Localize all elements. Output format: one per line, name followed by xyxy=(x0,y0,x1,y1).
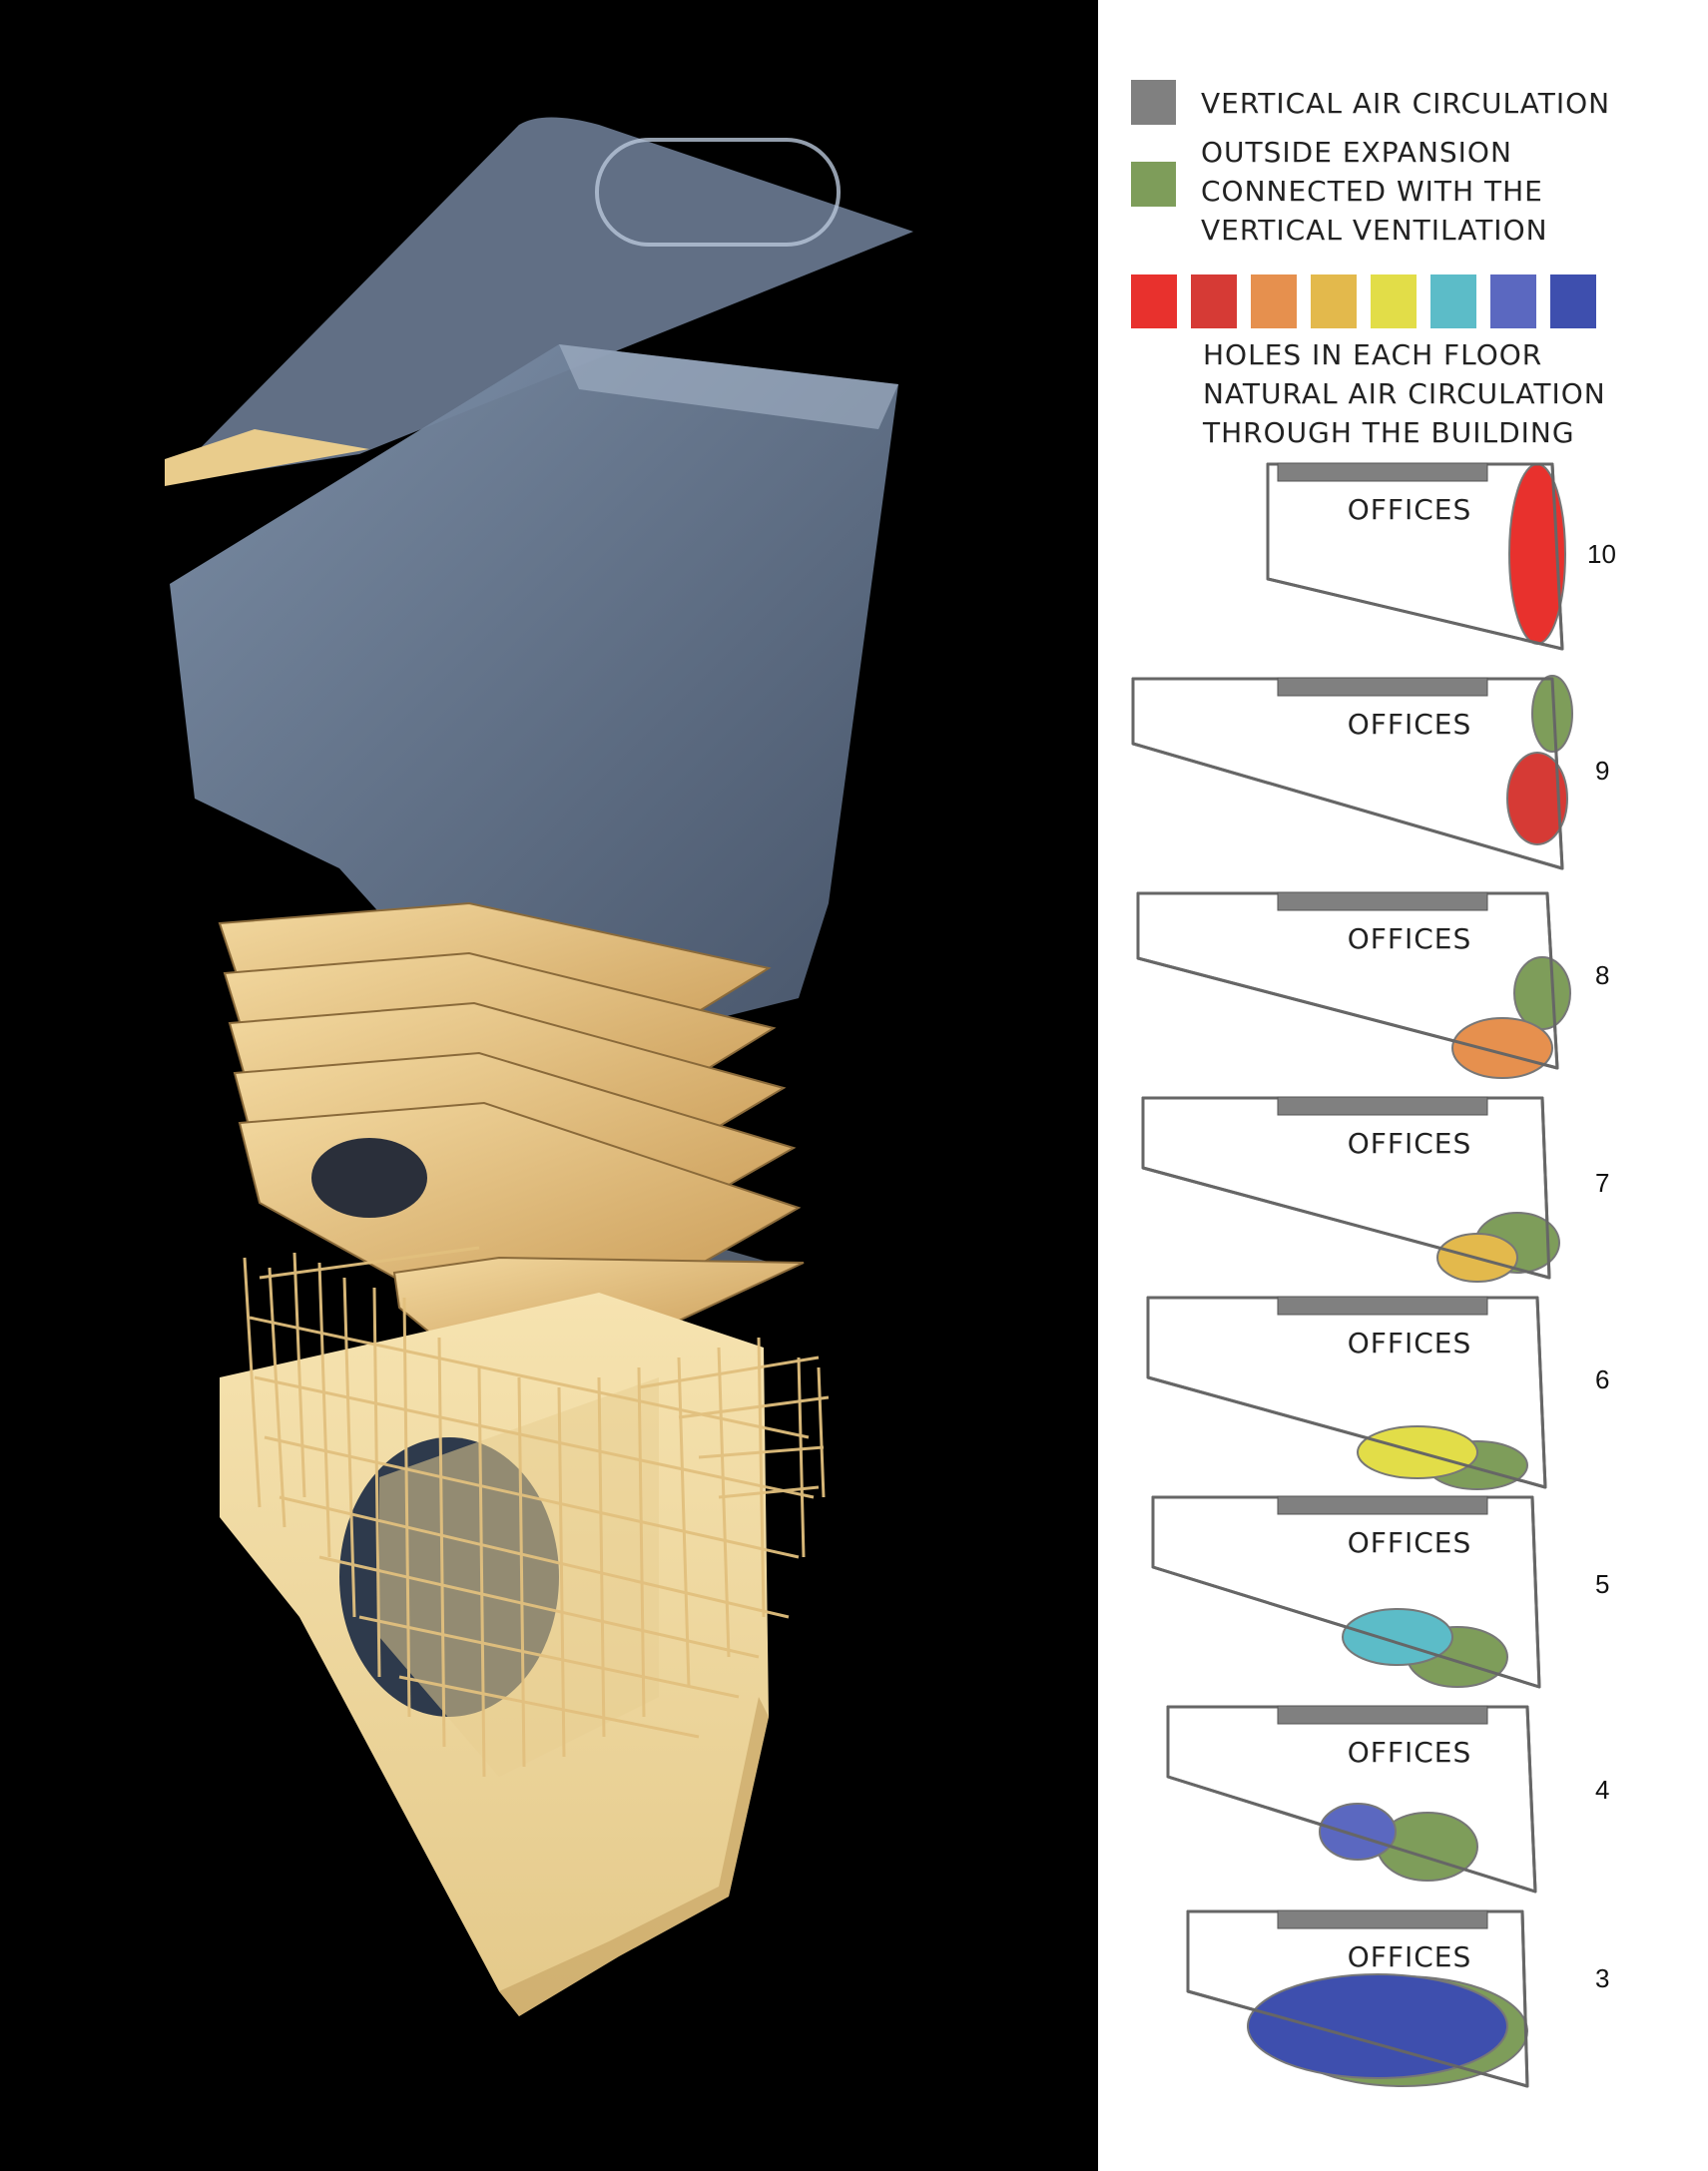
vertical-air-shaft xyxy=(1277,891,1488,911)
floor-air-hole xyxy=(1319,1803,1397,1861)
floor-air-hole xyxy=(1247,1973,1508,2079)
floor-color-swatch xyxy=(1430,274,1476,328)
vertical-air-label: VERTICAL AIR CIRCULATION xyxy=(1201,87,1611,120)
floor-air-hole xyxy=(1506,752,1568,845)
floor-color-swatch xyxy=(1490,274,1536,328)
holes-line-2: NATURAL AIR CIRCULATION xyxy=(1203,377,1606,410)
floor-number: 5 xyxy=(1595,1569,1610,1599)
vertical-air-swatch xyxy=(1131,80,1176,125)
floor-plan-5: OFFICES xyxy=(1151,1495,1541,1689)
legend-panel: VERTICAL AIR CIRCULATION OUTSIDE EXPANSI… xyxy=(1098,0,1708,2171)
floor-number: 7 xyxy=(1595,1168,1610,1198)
floor-plan-4: OFFICES xyxy=(1166,1705,1537,1894)
floor-air-hole xyxy=(1342,1608,1453,1666)
building-illustration xyxy=(165,117,913,2016)
outside-expansion-swatch xyxy=(1131,162,1176,207)
floor-plan-9: OFFICES xyxy=(1131,675,1573,870)
floor-air-hole xyxy=(1451,1017,1553,1079)
floor-color-swatch xyxy=(1311,274,1357,328)
floor-number: 3 xyxy=(1595,1963,1610,1993)
holes-line-3: THROUGH THE BUILDING xyxy=(1203,416,1575,449)
holes-line-1: HOLES IN EACH FLOOR xyxy=(1203,338,1543,371)
floor-label: OFFICES xyxy=(1348,708,1472,741)
structure-lattice xyxy=(243,1246,830,1778)
floor-plans-svg: OFFICES OFFICES OFFICES OFFICES OFFICES OFFIC… xyxy=(1131,462,1573,2088)
vertical-air-shaft xyxy=(1277,1096,1488,1116)
vertical-air-shaft xyxy=(1277,677,1488,697)
floor-label: OFFICES xyxy=(1348,1327,1472,1359)
floor-slab-stack xyxy=(218,901,805,1355)
floor-outline xyxy=(1166,1705,1537,1894)
floor-color-swatch xyxy=(1191,274,1237,328)
floor-plan-6: OFFICES xyxy=(1146,1296,1547,1490)
floor-color-swatch xyxy=(1131,274,1177,328)
floor-number: 8 xyxy=(1595,960,1610,990)
roof-glass-slab xyxy=(165,117,913,486)
vertical-air-shaft xyxy=(1277,462,1488,482)
floor-number: 6 xyxy=(1595,1364,1610,1394)
vertical-air-shaft xyxy=(1277,1296,1488,1316)
outside-expansion-area xyxy=(1531,675,1573,753)
floor-label: OFFICES xyxy=(1348,493,1472,526)
vertical-air-shaft xyxy=(1277,1495,1488,1515)
floor-number: 10 xyxy=(1587,539,1616,569)
floor-plan-10: OFFICES xyxy=(1266,462,1566,651)
floor-color-swatch xyxy=(1251,274,1297,328)
floor-label: OFFICES xyxy=(1348,1127,1472,1160)
floor-label: OFFICES xyxy=(1348,1526,1472,1559)
floor-plan-7: OFFICES xyxy=(1141,1096,1560,1283)
floor-number: 9 xyxy=(1595,756,1610,786)
outside-expansion-line-2: CONNECTED WITH THE xyxy=(1201,175,1543,208)
floor-label: OFFICES xyxy=(1348,1940,1472,1973)
outside-expansion-line-3: VERTICAL VENTILATION xyxy=(1201,214,1548,247)
outside-expansion-area xyxy=(1513,956,1571,1030)
outside-expansion-line-1: OUTSIDE EXPANSION xyxy=(1201,136,1512,169)
floor-plan-8: OFFICES xyxy=(1136,891,1571,1079)
exploded-building-render xyxy=(0,0,1098,2171)
vertical-air-shaft xyxy=(1277,1909,1488,1929)
floor-label: OFFICES xyxy=(1348,922,1472,955)
floor-plan-3: OFFICES xyxy=(1186,1909,1529,2088)
floor-color-swatch xyxy=(1371,274,1417,328)
floor-label: OFFICES xyxy=(1348,1736,1472,1769)
floor-color-swatch xyxy=(1550,274,1596,328)
vertical-air-shaft xyxy=(1277,1705,1488,1725)
floor-number: 4 xyxy=(1595,1775,1610,1805)
